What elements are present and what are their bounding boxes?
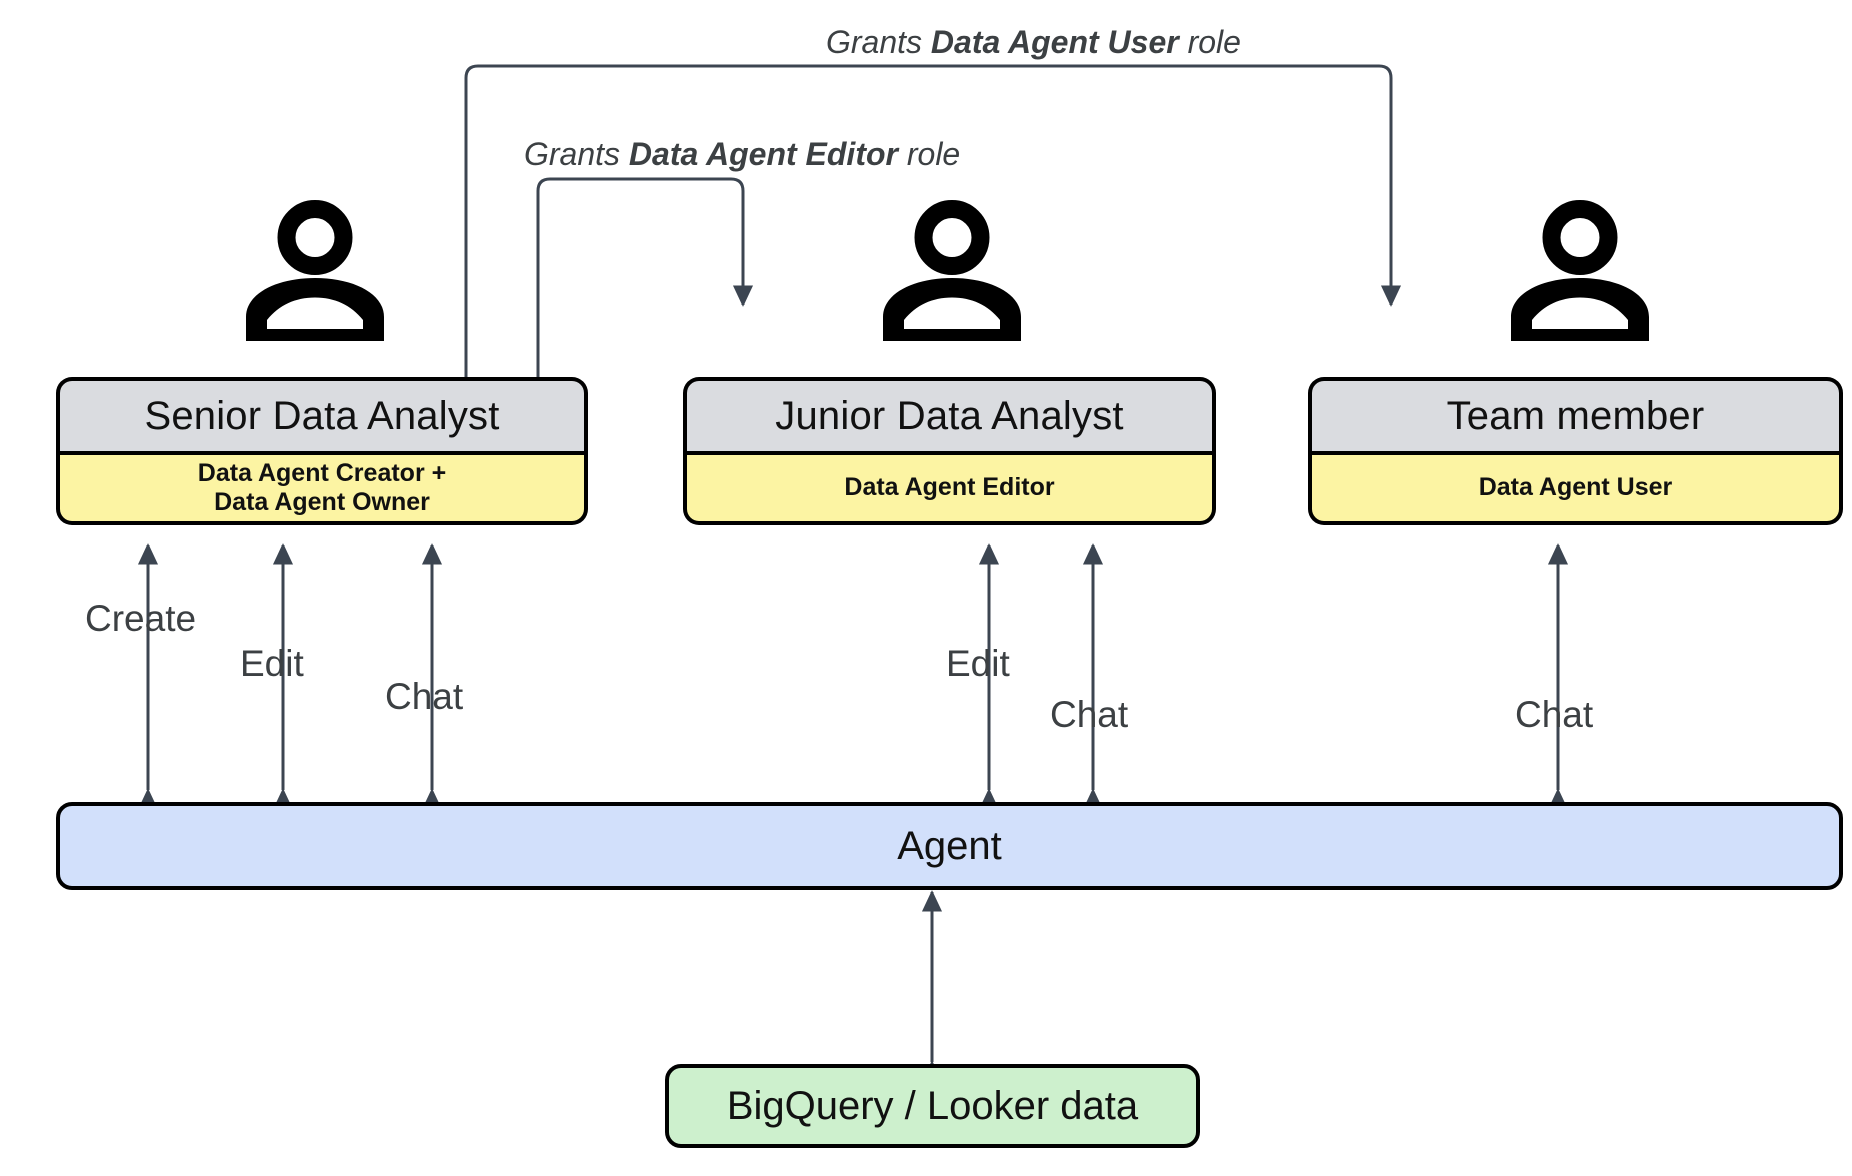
action-label-text: Edit (240, 643, 304, 684)
action-label-create: Create (85, 600, 196, 637)
role-box-junior-data-analyst[interactable]: Junior Data Analyst (683, 377, 1216, 453)
action-label-text: Chat (1050, 694, 1129, 735)
action-label-chat-team: Chat (1515, 696, 1593, 733)
datasource-box[interactable]: BigQuery / Looker data (665, 1064, 1200, 1148)
role-box-senior-data-analyst[interactable]: Senior Data Analyst (56, 377, 588, 453)
grant-prefix: Grants (826, 24, 931, 60)
grant-suffix: role (897, 136, 961, 172)
permission-line-2: Data Agent Owner (214, 488, 430, 516)
action-label-text: Create (85, 598, 197, 639)
grant-suffix: role (1178, 24, 1241, 60)
person-icon (240, 200, 390, 341)
permission-box-team-member[interactable]: Data Agent User (1308, 453, 1843, 525)
person-icon (877, 200, 1027, 341)
agent-box[interactable]: Agent (56, 802, 1843, 890)
agent-label: Agent (897, 823, 1002, 868)
role-box-team-member[interactable]: Team member (1308, 377, 1843, 453)
action-label-text: Chat (385, 676, 464, 717)
action-label-text: Edit (946, 643, 1010, 684)
person-icon (1505, 200, 1655, 341)
grant-prefix: Grants (524, 136, 629, 172)
permission-box-senior-data-analyst[interactable]: Data Agent Creator + Data Agent Owner (56, 453, 588, 525)
grant-label-data-agent-user: Grants Data Agent User role (826, 26, 1241, 58)
role-label: Senior Data Analyst (144, 393, 500, 438)
datasource-label: BigQuery / Looker data (726, 1083, 1139, 1128)
connector-grants-editor (536, 177, 754, 377)
action-label-text: Chat (1515, 694, 1594, 735)
grant-role: Data Agent Editor (628, 136, 898, 172)
role-label: Junior Data Analyst (775, 393, 1124, 438)
action-label-edit-senior: Edit (240, 645, 304, 682)
permission-line-1: Data Agent Creator + (197, 458, 447, 487)
permission-box-junior-data-analyst[interactable]: Data Agent Editor (683, 453, 1216, 525)
connector-grants-user (464, 64, 1402, 377)
role-label: Team member (1446, 393, 1705, 438)
grant-label-data-agent-editor: Grants Data Agent Editor role (524, 138, 960, 170)
permission-line-1: Data Agent User (1478, 473, 1673, 502)
permission-line-1: Data Agent Editor (844, 473, 1055, 502)
action-label-chat-junior: Chat (1050, 696, 1128, 733)
action-label-chat-senior: Chat (385, 678, 463, 715)
grant-role: Data Agent User (930, 24, 1179, 60)
action-label-edit-junior: Edit (946, 645, 1010, 682)
